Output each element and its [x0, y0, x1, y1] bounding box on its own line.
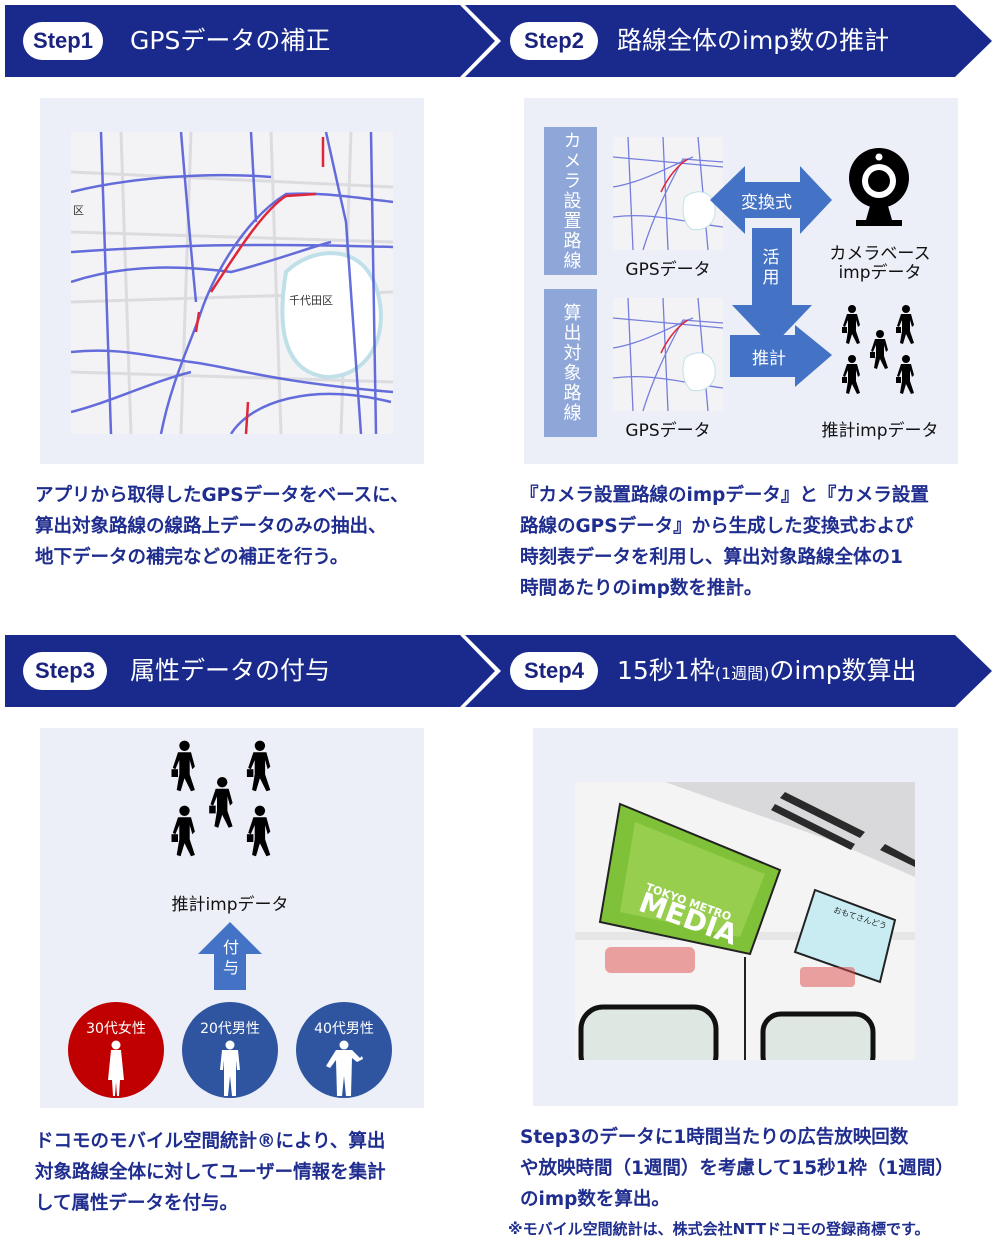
step1-header: Step1 GPSデータの補正 [5, 5, 500, 77]
step3-description: ドコモのモバイル空間統計®により、算出 対象路線全体に対してユーザー情報を集計 … [35, 1131, 386, 1214]
conversion-label: 変換式 [741, 193, 792, 213]
step4-header: Step4 15秒1枠(1週間)のimp数算出 [465, 635, 995, 707]
step3-title: 属性データの付与 [130, 656, 331, 685]
gps-thumb-2 [613, 298, 723, 411]
step4-title: 15秒1枠(1週間)のimp数算出 [617, 656, 917, 685]
woman-silhouette-icon [108, 1040, 124, 1096]
target-route-label: 算出対象路線 [544, 289, 597, 437]
use-label: 活用 [762, 248, 780, 288]
webcam-icon [849, 148, 909, 226]
step3-header-shape [5, 635, 495, 707]
gps-thumb-1 [613, 137, 723, 250]
attach-up-arrow [198, 922, 262, 990]
step3-badge: Step3 [23, 652, 107, 690]
step4-badge: Step4 [510, 652, 598, 690]
gps-label-2: GPSデータ [625, 421, 711, 441]
pedestrians-icon [171, 740, 271, 857]
map-district-label: 千代田区 [289, 294, 333, 307]
gps-map: 千代田区 区 [71, 132, 393, 434]
conversion-double-arrow [710, 166, 832, 234]
step4-header-shape [465, 635, 992, 707]
camera-imp-label: カメラベース impデータ [829, 244, 931, 283]
estimate-label: 推計 [752, 349, 786, 369]
step3-header: Step3 属性データの付与 [5, 635, 500, 707]
gps-label-1: GPSデータ [625, 260, 711, 280]
man-gesturing-silhouette-icon [326, 1040, 363, 1096]
step1-header-shape [5, 5, 495, 77]
train-ad-photo-graphic: TOKYO METRO MEDIA おもてさんどう [575, 782, 915, 1060]
segment-male-20s: 20代男性 [182, 1002, 278, 1098]
gps-thumb-1-graphic [613, 137, 723, 250]
trademark-footnote: ※モバイル空間統計は、株式会社NTTドコモの登録商標です。 [508, 1220, 930, 1238]
camera-route-label: カメラ設置路線 [544, 127, 597, 275]
step2-badge: Step2 [510, 22, 598, 60]
segment-female-30s: 30代女性 [68, 1002, 164, 1098]
step2-header-shape [465, 5, 992, 77]
step1-title: GPSデータの補正 [130, 26, 331, 55]
man-silhouette-icon [220, 1040, 240, 1096]
train-ad-photo: TOKYO METRO MEDIA おもてさんどう [575, 782, 915, 1060]
step2-header: Step2 路線全体のimp数の推計 [465, 5, 995, 77]
step2-description: 『カメラ設置路線のimpデータ』と『カメラ設置 路線のGPSデータ』から生成した… [520, 485, 929, 599]
estimate-right-arrow [730, 325, 832, 387]
map-side-label: 区 [73, 204, 84, 217]
estimated-imp-label: 推計impデータ [821, 421, 939, 441]
step3-estimated-label: 推計impデータ [171, 895, 289, 915]
step4-description: Step3のデータに1時間当たりの広告放映回数 や放映時間（1週間）を考慮して1… [520, 1127, 954, 1210]
use-down-arrow [732, 228, 812, 347]
step2-title: 路線全体のimp数の推計 [617, 26, 890, 55]
gps-thumb-2-graphic [613, 298, 723, 411]
step1-description: アプリから取得したGPSデータをベースに、 算出対象路線の線路上データのみの抽出… [35, 485, 409, 568]
attach-label: 付与 [222, 938, 239, 977]
gps-map-graphic: 千代田区 区 [71, 132, 393, 434]
pedestrians-icon [842, 305, 914, 394]
step2-arrows [710, 166, 832, 387]
segment-male-40s: 40代男性 [296, 1002, 392, 1098]
step1-badge: Step1 [23, 22, 103, 60]
